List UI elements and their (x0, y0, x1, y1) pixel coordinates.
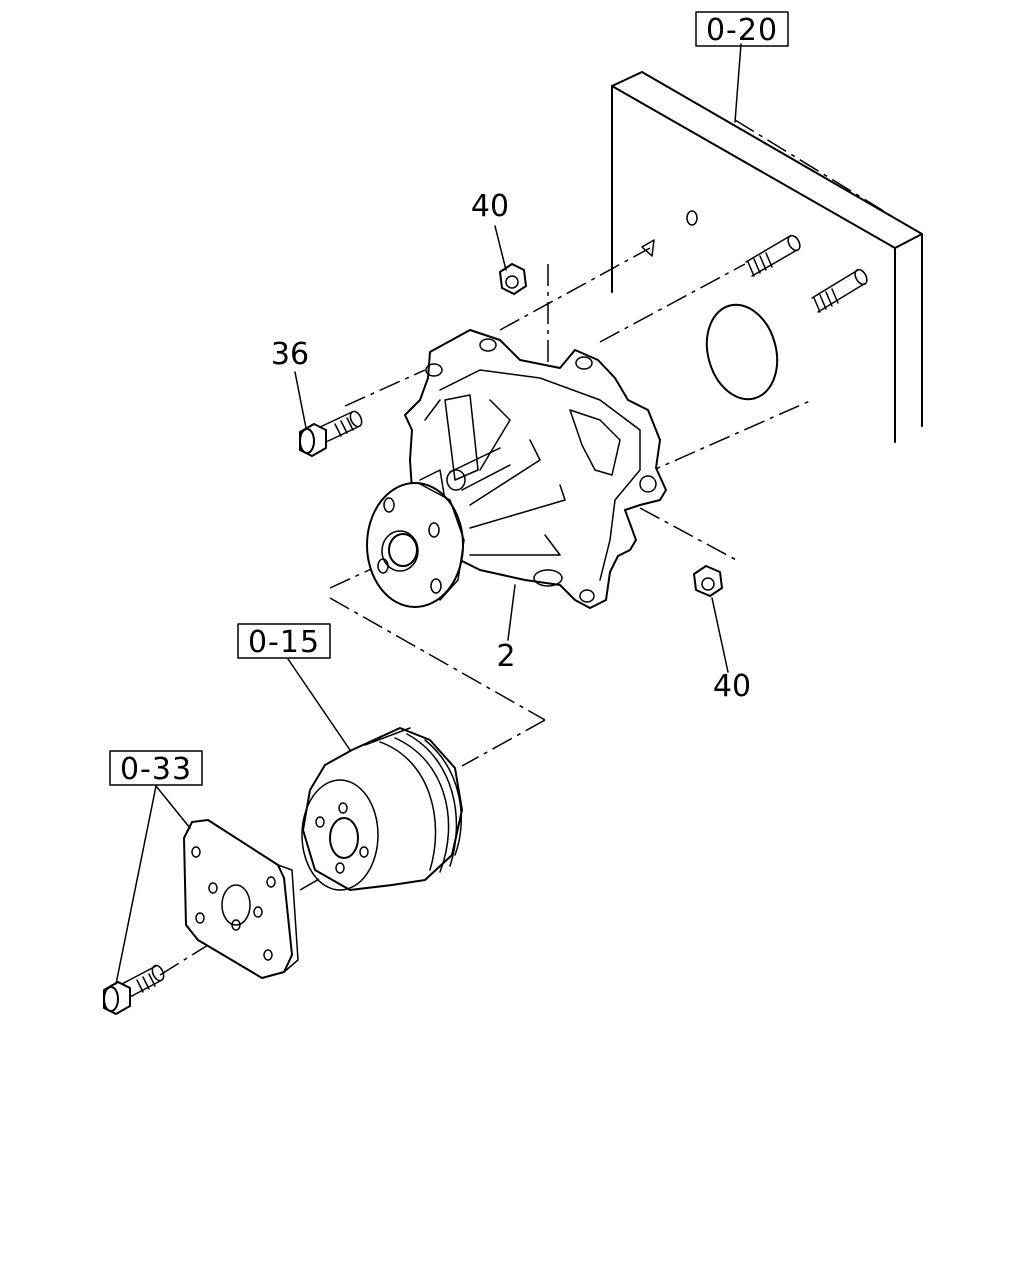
ref-0-20: 0-20 (695, 11, 789, 48)
ref-0-15: 0-15 (237, 623, 331, 660)
label-part-40-lower: 40 (713, 669, 751, 704)
stud-lower (811, 268, 868, 313)
nut-40-lower (693, 565, 723, 597)
svg-text:0-15: 0-15 (248, 625, 320, 660)
flange-plate (183, 819, 299, 979)
ref-0-33: 0-33 (109, 750, 203, 787)
leader-lines (115, 43, 742, 985)
assembly-lines (159, 92, 896, 976)
water-pump (366, 329, 667, 609)
label-part-36: 36 (271, 337, 309, 372)
stud-upper (745, 234, 801, 277)
label-part-2: 2 (496, 639, 515, 674)
svg-text:0-20: 0-20 (706, 13, 778, 48)
pulley (301, 727, 463, 891)
label-part-40-upper: 40 (471, 189, 509, 224)
bolt-36 (299, 410, 363, 457)
nut-40-upper (499, 263, 527, 295)
engine-block-plate (611, 71, 923, 443)
svg-text:0-33: 0-33 (120, 752, 192, 787)
bolt-plate (103, 964, 165, 1015)
